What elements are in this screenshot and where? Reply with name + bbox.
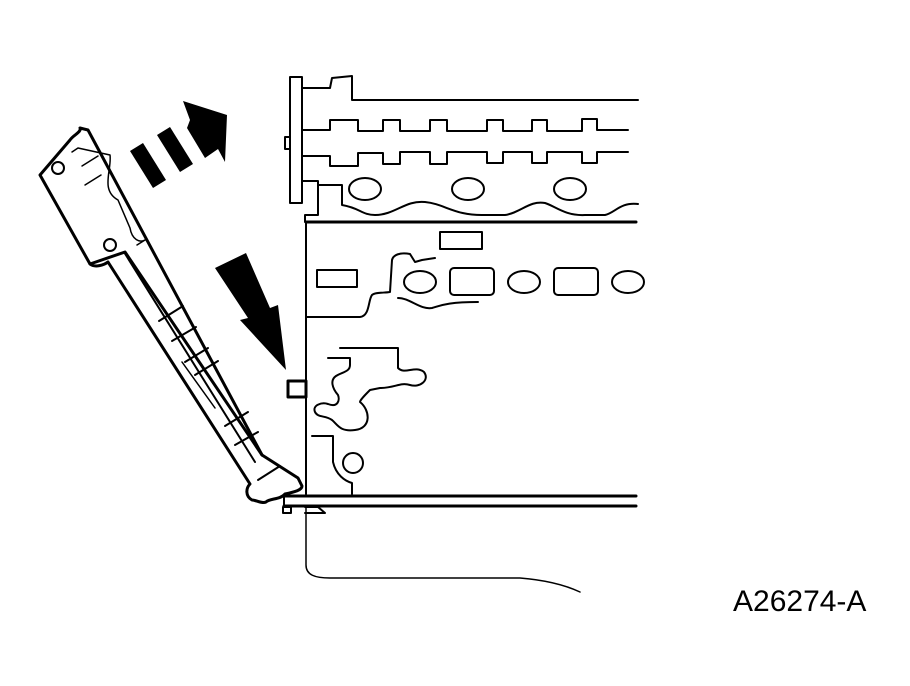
oil-pan-rail: [282, 494, 638, 593]
retaining-tab: [286, 379, 308, 399]
cylinder-block: [286, 220, 645, 495]
camshaft-housing: [284, 75, 639, 223]
arrow-down-right-icon: [215, 253, 286, 370]
dashed-arrow-up-right-icon: [130, 101, 227, 188]
removable-cover-bracket: [38, 126, 304, 505]
figure-id-label: A26274-A: [733, 585, 867, 618]
